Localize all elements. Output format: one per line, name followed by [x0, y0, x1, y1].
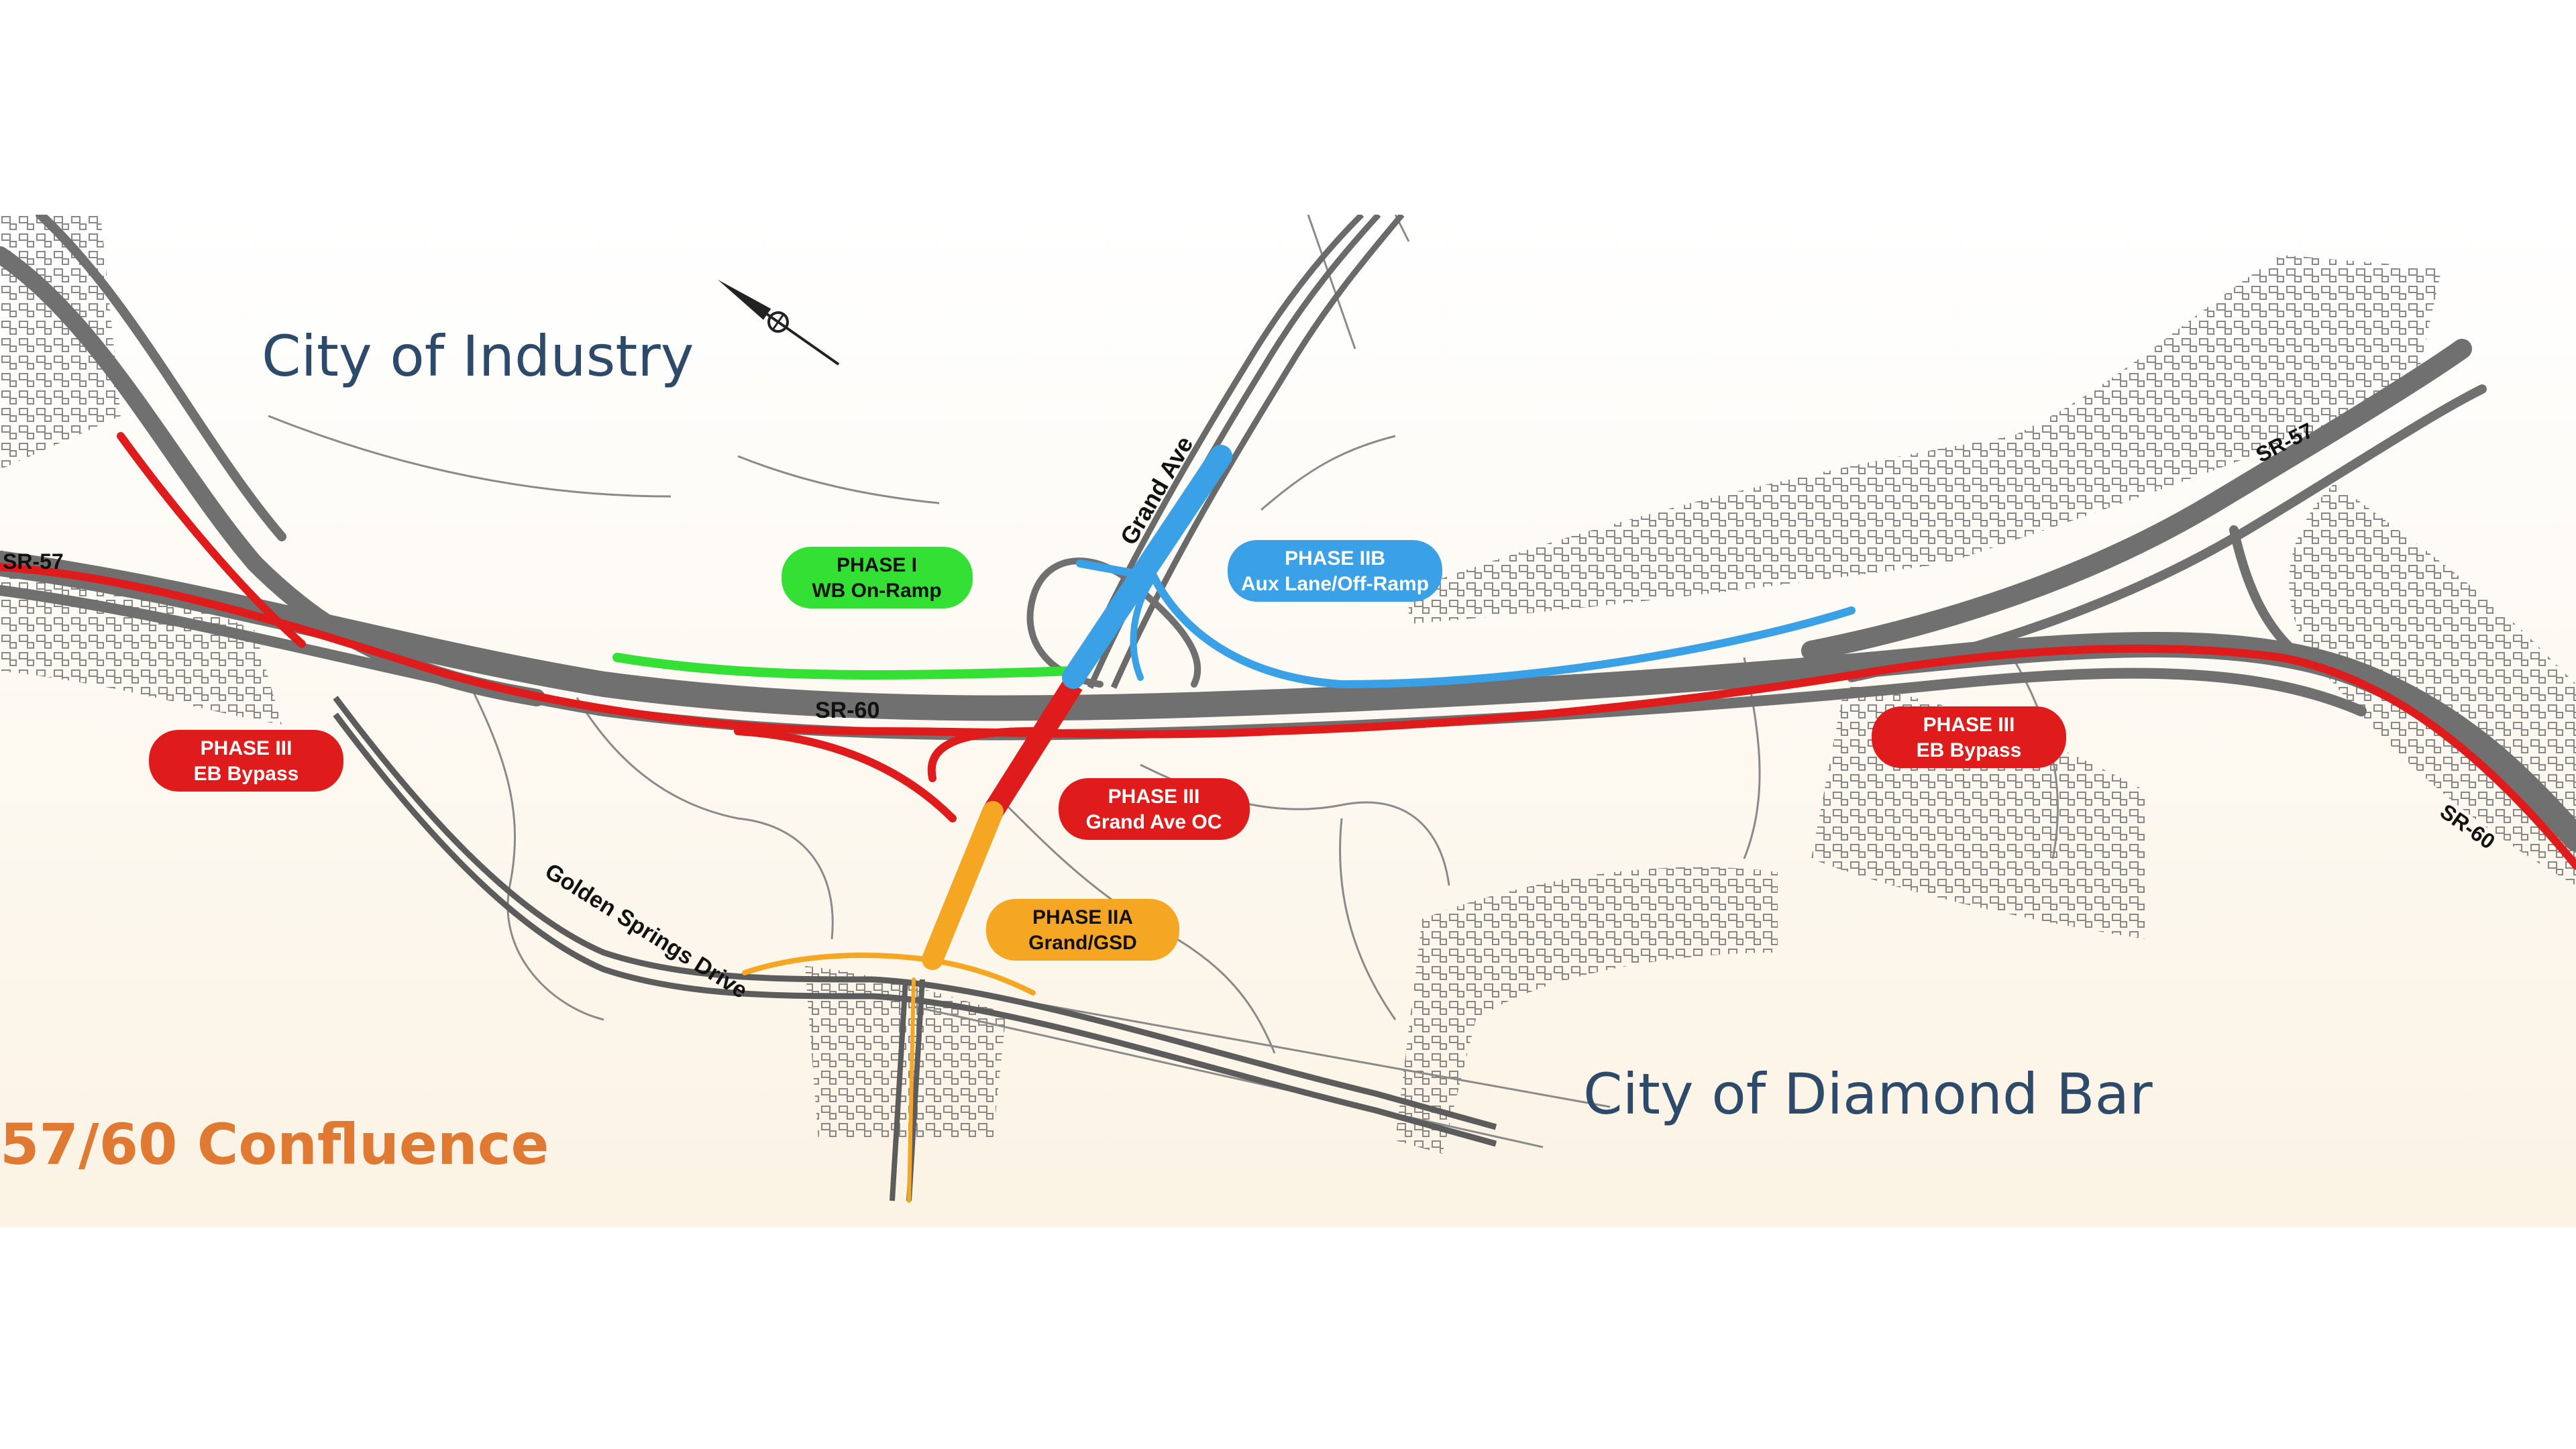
phase-iii-eb-bypass-line	[0, 432, 2576, 869]
svg-text:WB On-Ramp: WB On-Ramp	[812, 580, 941, 602]
city-of-industry-label: City of Industry	[262, 323, 694, 389]
sr57-west-label: SR-57	[3, 549, 64, 574]
svg-text:Aux Lane/Off-Ramp: Aux Lane/Off-Ramp	[1241, 573, 1429, 595]
svg-text:PHASE III: PHASE III	[1923, 714, 2015, 736]
svg-text:PHASE IIA: PHASE IIA	[1032, 906, 1133, 928]
svg-text:Grand/GSD: Grand/GSD	[1028, 932, 1137, 954]
golden-springs-drive-road	[333, 696, 1497, 1147]
svg-text:EB Bypass: EB Bypass	[194, 763, 299, 785]
phase-iia-grand-gsd-line	[742, 801, 1036, 1203]
svg-text:PHASE III: PHASE III	[1108, 786, 1200, 808]
phase-i-wb-on-ramp-line	[612, 653, 1078, 680]
phase-iii-eb-bypass-west-badge: PHASE III EB Bypass	[149, 730, 343, 792]
freeway-network	[0, 215, 2576, 851]
north-arrow-icon	[717, 279, 840, 366]
city-of-diamond-bar-label: City of Diamond Bar	[1583, 1061, 2153, 1127]
svg-text:PHASE III: PHASE III	[201, 737, 292, 759]
svg-text:EB Bypass: EB Bypass	[1917, 739, 2022, 761]
svg-text:Grand Ave OC: Grand Ave OC	[1086, 811, 1222, 833]
phase-iii-grand-ave-oc-badge: PHASE III Grand Ave OC	[1059, 778, 1250, 840]
project-title: 57/60 Confluence	[0, 1112, 549, 1177]
phase-i-wb-on-ramp-badge: PHASE I WB On-Ramp	[782, 547, 973, 608]
svg-text:PHASE I: PHASE I	[837, 554, 917, 576]
svg-text:PHASE IIB: PHASE IIB	[1285, 547, 1385, 570]
project-map: City of Industry City of Diamond Bar SR-…	[0, 215, 2576, 1228]
phase-iib-aux-lane-off-ramp-badge: PHASE IIB Aux Lane/Off-Ramp	[1228, 540, 1442, 602]
phase-iii-grand-ave-oc-line	[983, 678, 1083, 818]
phase-iii-eb-bypass-east-badge: PHASE III EB Bypass	[1872, 706, 2066, 768]
phase-iia-grand-gsd-badge: PHASE IIA Grand/GSD	[986, 899, 1179, 961]
phase-iib-aux-lane-line	[1062, 445, 1856, 689]
sr60-center-label: SR-60	[815, 698, 879, 723]
